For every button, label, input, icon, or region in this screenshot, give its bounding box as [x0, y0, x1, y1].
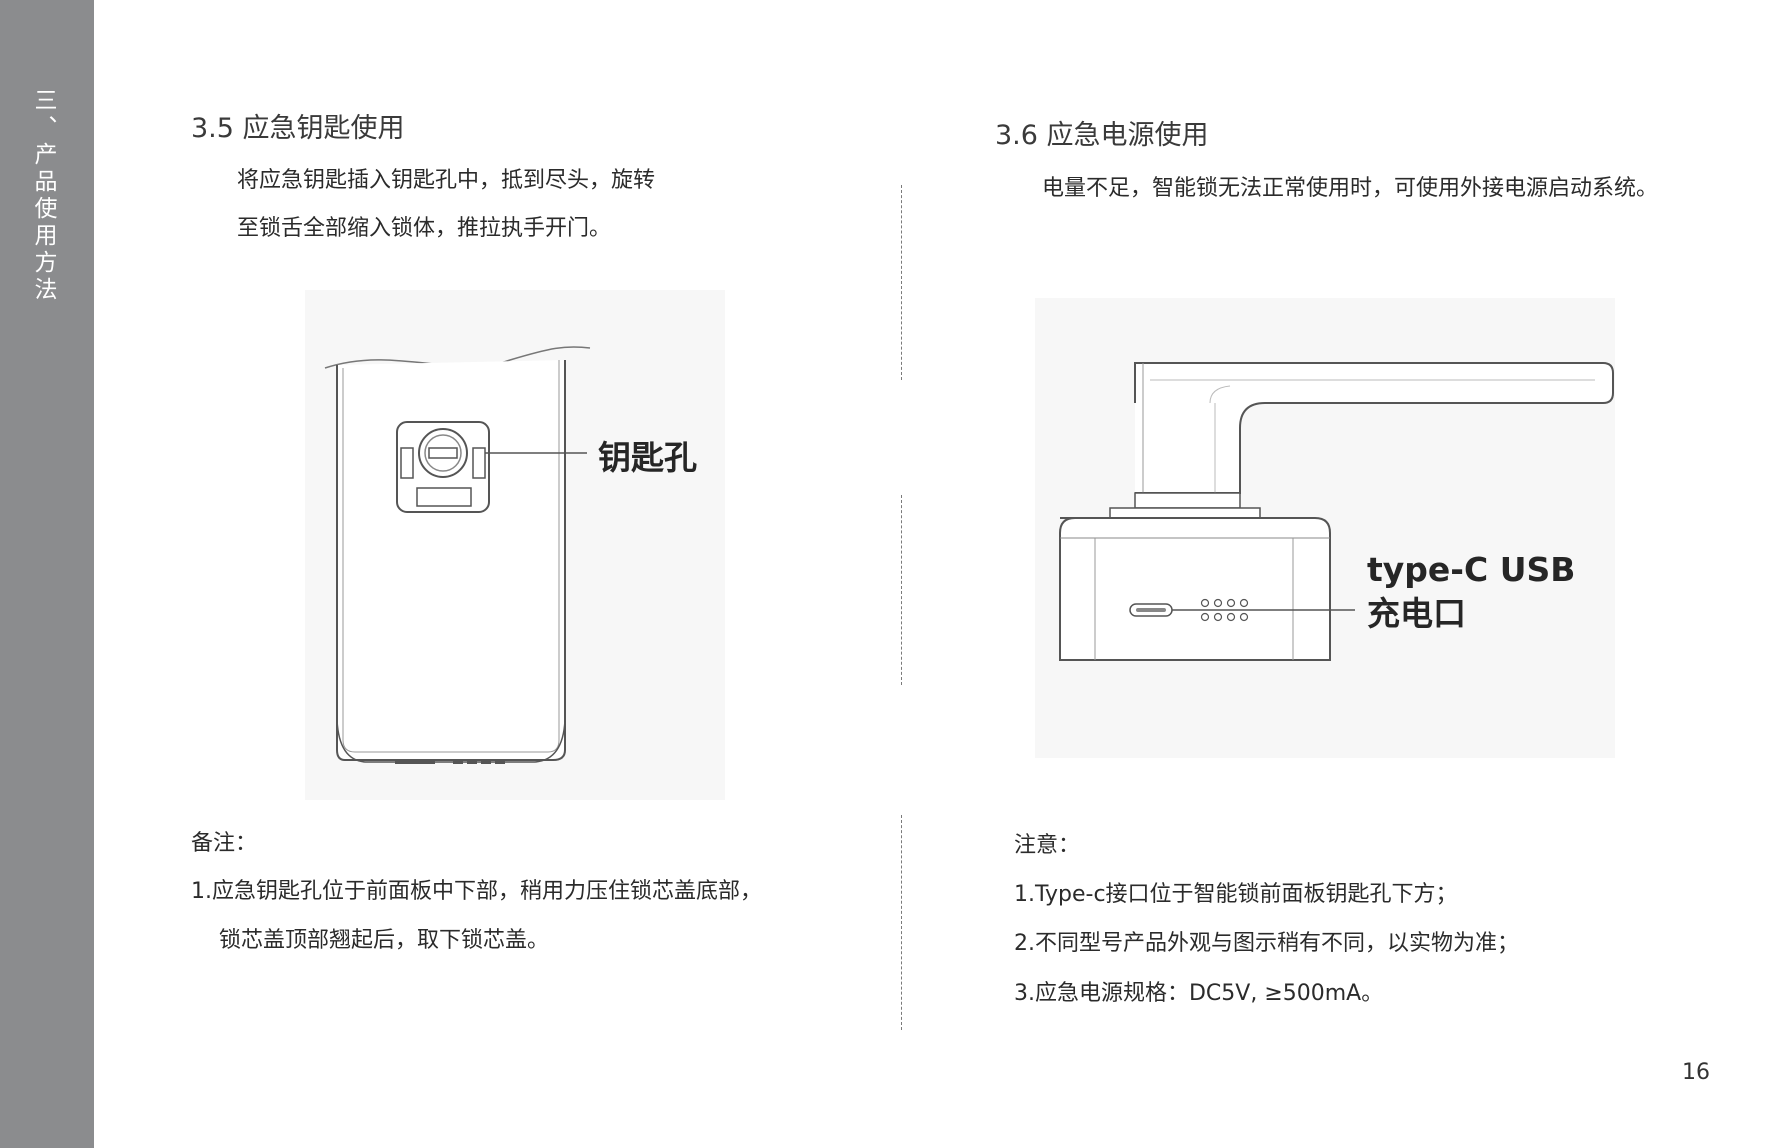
chapter-sidebar: 三、产品使用方法 — [0, 0, 94, 1148]
note-line: 1.应急钥匙孔位于前面板中下部，稍用力压住锁芯盖底部， — [191, 879, 762, 904]
note-line: 锁芯盖顶部翘起后，取下锁芯盖。 — [219, 928, 550, 953]
intro-line: 将应急钥匙插入钥匙孔中，抵到尽头，旋转 — [237, 168, 656, 193]
column-divider-top — [901, 185, 902, 380]
column-divider-middle — [901, 495, 902, 685]
intro-line: 电量不足，智能锁无法正常使用时，可使用外接电源启动系统。 — [1042, 176, 1659, 201]
column-divider-bottom — [901, 815, 902, 1030]
note-line: 3.应急电源规格：DC5V, ≥500mA。 — [1014, 981, 1384, 1006]
lever-handle-figure — [1035, 298, 1615, 758]
keyhole-callout: 钥匙孔 — [598, 438, 697, 477]
note-line: 1.Type-c接口位于智能锁前面板钥匙孔下方； — [1014, 882, 1458, 907]
notes-title: 备注： — [191, 831, 258, 856]
note-line: 2.不同型号产品外观与图示稍有不同，以实物为准； — [1014, 931, 1519, 956]
section-heading-emergency-key: 3.5 应急钥匙使用 — [191, 113, 405, 144]
page-number: 16 — [1682, 1060, 1710, 1085]
chapter-label: 三、产品使用方法 — [30, 88, 56, 304]
lock-front-panel-figure — [305, 290, 725, 800]
usb-port-callout-line2: 充电口 — [1367, 594, 1466, 633]
usb-port-callout-line1: type-C USB — [1367, 550, 1576, 589]
section-heading-emergency-power: 3.6 应急电源使用 — [995, 120, 1209, 151]
notes-title: 注意： — [1014, 833, 1081, 858]
intro-line: 至锁舌全部缩入锁体，推拉执手开门。 — [237, 216, 612, 241]
